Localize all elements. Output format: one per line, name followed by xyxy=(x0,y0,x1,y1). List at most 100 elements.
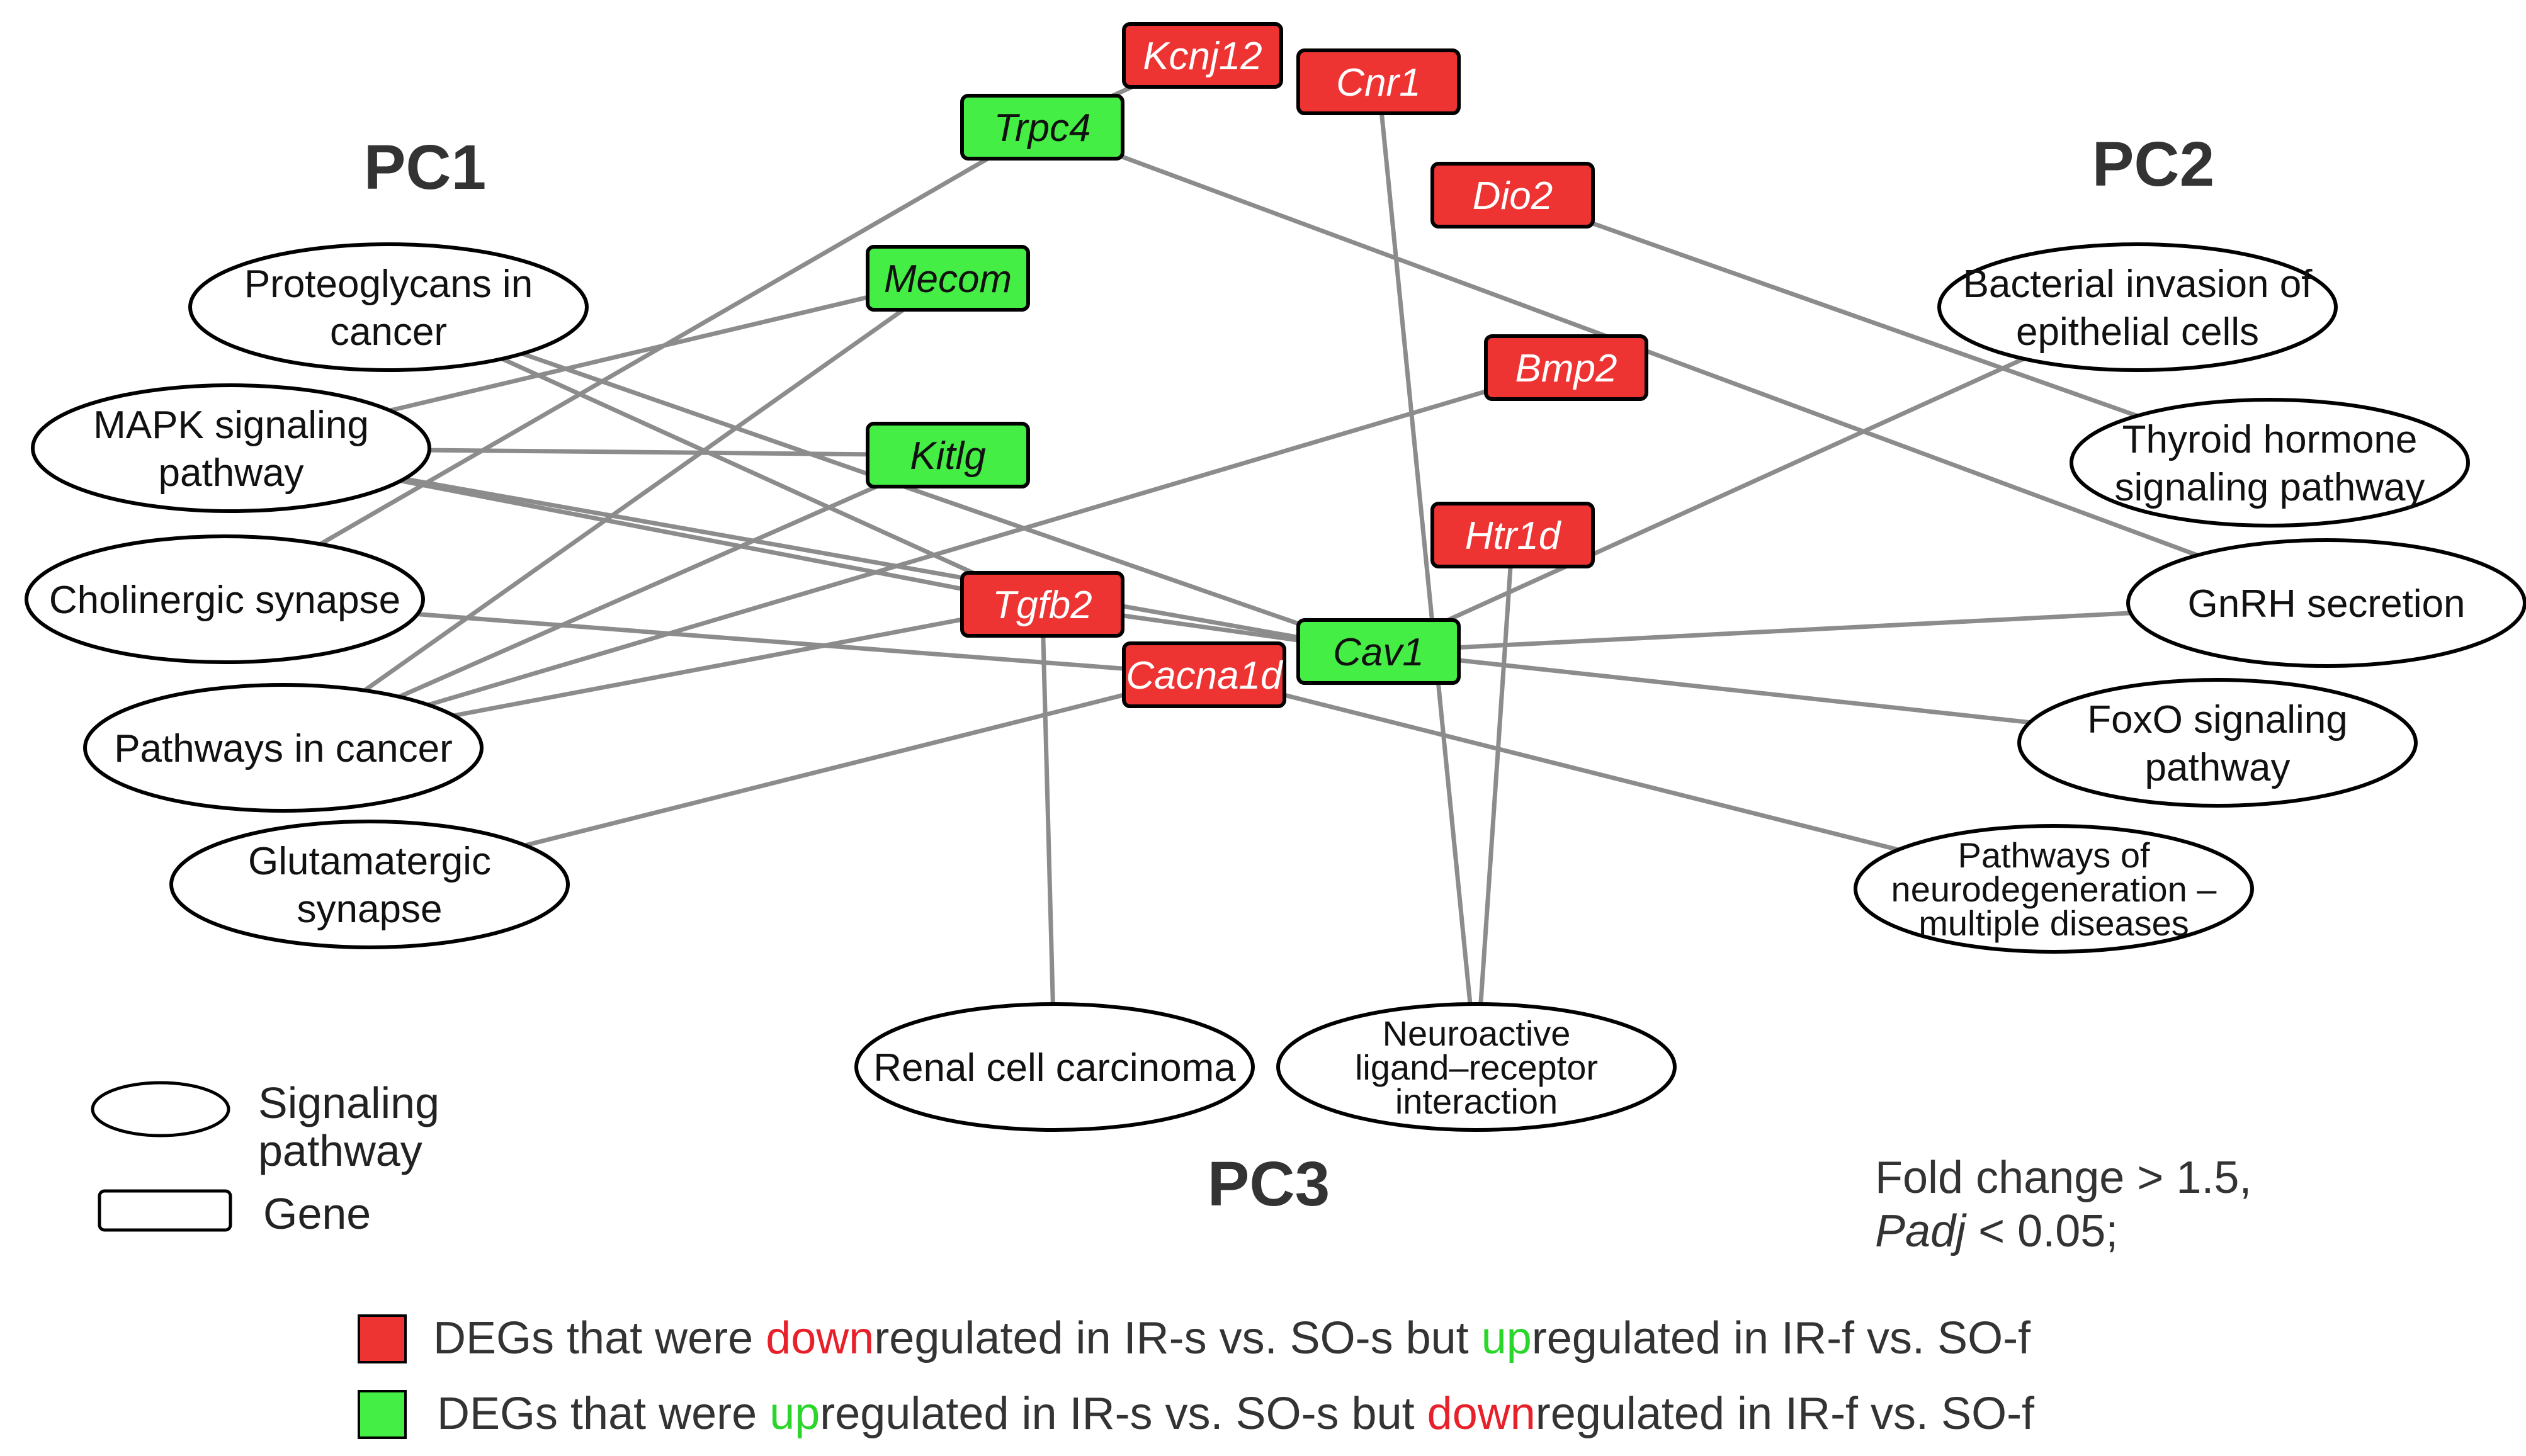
edge-trpc4-gnrh xyxy=(1041,125,2328,606)
edge-tgfb2-renal xyxy=(1040,604,1057,1068)
gene-label: Cav1 xyxy=(1333,631,1424,674)
padj-label: Padj xyxy=(1875,1206,1967,1256)
gene-label: Trpc4 xyxy=(994,106,1091,150)
pathway-ellipse xyxy=(2126,538,2526,668)
pathway-label-line: FoxO signaling xyxy=(2087,698,2348,742)
gene-box xyxy=(960,571,1124,638)
gene-node-kitlg: Kitlg xyxy=(866,422,1030,488)
pathway-ellipse xyxy=(1854,824,2254,954)
green-deg-word-up: up xyxy=(769,1389,820,1439)
fold-change-criterion: Fold change > 1.5, xyxy=(1875,1153,2251,1203)
pathway-label-line: Pathways in cancer xyxy=(114,727,453,770)
legend-pathway-line-2: pathway xyxy=(258,1126,422,1175)
gene-label: Bmp2 xyxy=(1515,347,1617,390)
gene-label: Dio2 xyxy=(1473,174,1553,218)
legend-gene-label: Gene xyxy=(263,1189,371,1238)
red-deg-prefix: DEGs that were xyxy=(433,1313,766,1363)
gene-node-cacna1d: Cacna1d xyxy=(1122,641,1286,708)
pathway-label-line: Thyroid hormone xyxy=(2122,418,2418,461)
pathway-label-line: signaling pathway xyxy=(2115,466,2425,509)
red-deg-word-down: down xyxy=(766,1313,874,1363)
gene-label: Cacna1d xyxy=(1126,654,1284,697)
gene-box xyxy=(866,422,1030,488)
edge-mecom-pathways-cancer xyxy=(281,276,949,750)
pathway-label-line: Cholinergic synapse xyxy=(49,578,400,622)
gene-label: Htr1d xyxy=(1465,514,1562,558)
edge-trpc4-cholinergic xyxy=(224,125,1044,602)
legend-pathway-line-1: Signaling xyxy=(258,1078,439,1127)
red-deg-swatch xyxy=(358,1314,407,1363)
gene-node-htr1d: Htr1d xyxy=(1430,502,1595,568)
pathway-label-line: Neuroactive xyxy=(1383,1013,1571,1053)
pathway-label-line: interaction xyxy=(1395,1081,1558,1121)
pathway-ellipse xyxy=(2017,678,2418,808)
green-deg-prefix: DEGs that were xyxy=(437,1389,769,1439)
gene-node-bmp2: Bmp2 xyxy=(1484,334,1648,401)
pc2-label: PC2 xyxy=(2092,129,2215,200)
gene-label: Cnr1 xyxy=(1336,61,1420,104)
pathway-label-line: neurodegeneration – xyxy=(1891,869,2217,909)
gene-label: Mecom xyxy=(884,257,1012,301)
gene-node-dio2: Dio2 xyxy=(1430,162,1595,229)
gene-box xyxy=(1484,334,1648,401)
pathway-label-line: GnRH secretion xyxy=(2187,582,2465,626)
gene-box xyxy=(866,245,1030,312)
edge-cav1-bacterial xyxy=(1378,305,2139,654)
pathway-label-line: MAPK signaling xyxy=(93,404,369,447)
legend-ellipse-swatch xyxy=(91,1081,230,1137)
gene-box xyxy=(1296,618,1461,685)
gene-box xyxy=(1430,162,1595,229)
gene-label: Kitlg xyxy=(910,434,986,478)
gene-label: Kcnj12 xyxy=(1143,35,1262,78)
pathway-ellipse xyxy=(1276,1002,1677,1132)
pathway-ellipse xyxy=(2070,398,2470,528)
green-deg-swatch xyxy=(358,1390,407,1439)
pathway-label-line: Glutamatergic xyxy=(248,840,491,883)
red-deg-middle: regulated in IR-s vs. SO-s but xyxy=(874,1313,1481,1363)
pathway-label-line: pathway xyxy=(2145,746,2291,789)
gene-node-mecom: Mecom xyxy=(866,245,1030,312)
red-deg-word-up: up xyxy=(1481,1313,1532,1363)
gene-node-cnr1: Cnr1 xyxy=(1296,48,1461,115)
shape-legend: Signaling pathway Gene xyxy=(91,1078,439,1238)
red-deg-description: DEGs that were downregulated in IR-s vs.… xyxy=(433,1313,2031,1363)
pc1-label: PC1 xyxy=(364,132,487,203)
pathway-label-line: multiple diseases xyxy=(1918,903,2189,943)
pathway-ellipse xyxy=(31,383,431,513)
gene-label: Tgfb2 xyxy=(992,584,1092,627)
pathway-label-line: synapse xyxy=(297,888,443,931)
padj-criterion: Padj < 0.05; xyxy=(1875,1206,2118,1256)
gene-box xyxy=(1296,48,1461,115)
padj-value: < 0.05; xyxy=(1966,1206,2118,1256)
green-deg-word-down: down xyxy=(1427,1389,1536,1439)
gene-box xyxy=(1430,502,1595,568)
deg-color-legend: DEGs that were downregulated in IR-s vs.… xyxy=(358,1313,2035,1439)
green-deg-description: DEGs that were upregulated in IR-s vs. S… xyxy=(437,1389,2035,1439)
pathway-label-line: pathway xyxy=(159,451,304,495)
pathway-node-renal: Renal cell carcinoma xyxy=(854,1002,1255,1132)
gene-node-cav1: Cav1 xyxy=(1296,618,1461,685)
pathway-node-gnrh: GnRH secretion xyxy=(2126,538,2526,668)
pathway-label-line: cancer xyxy=(330,310,447,354)
gene-box xyxy=(1122,641,1286,708)
edge-bmp2-pathways-cancer xyxy=(283,365,1567,750)
pathway-label-line: Renal cell carcinoma xyxy=(873,1046,1236,1090)
pathway-node-pathways-cancer: Pathways in cancer xyxy=(83,683,484,813)
significance-criteria: Fold change > 1.5, Padj < 0.05; xyxy=(1875,1153,2251,1256)
pathway-ellipse xyxy=(25,534,425,664)
pathway-ellipse xyxy=(1937,242,2338,372)
gene-node-tgfb2: Tgfb2 xyxy=(960,571,1124,638)
pathway-node-glutamatergic: Glutamatergic synapse xyxy=(169,820,570,949)
pathway-label-line: epithelial cells xyxy=(2016,310,2259,354)
pathway-label-line: ligand–receptor xyxy=(1355,1047,1598,1087)
pc3-label: PC3 xyxy=(1208,1149,1330,1219)
green-deg-suffix: regulated in IR-f vs. SO-f xyxy=(1536,1389,2035,1439)
edge-cnr1-neuroactive xyxy=(1376,81,1479,1068)
pathway-label-line: Pathways of xyxy=(1957,835,2149,875)
gene-node-kcnj12: Kcnj12 xyxy=(1122,22,1283,89)
